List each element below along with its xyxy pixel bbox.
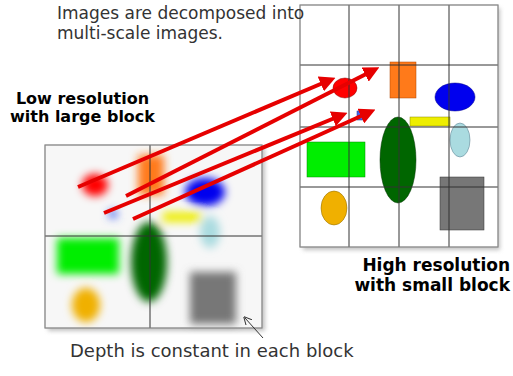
high-res-image <box>300 5 500 250</box>
high-res-caption: High resolution with small block <box>325 256 510 295</box>
low-res-caption: Low resolution with large block <box>0 90 165 127</box>
intro-note: Images are decomposed into multi-scale i… <box>57 4 307 43</box>
depth-note: Depth is constant in each block <box>70 341 510 362</box>
leader-line <box>245 318 263 338</box>
